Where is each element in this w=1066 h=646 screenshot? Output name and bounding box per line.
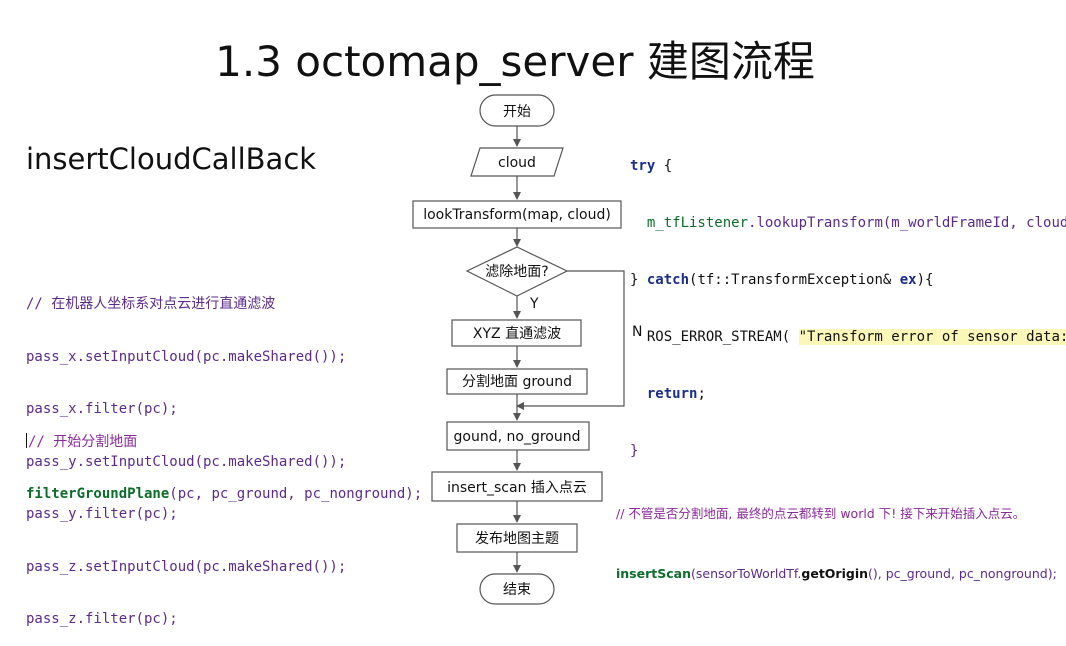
code-line: pass_z.filter(pc); bbox=[26, 611, 178, 627]
code-string: "Transform error of sensor data: bbox=[798, 329, 1066, 345]
node-look-transform: lookTransform(map, cloud) bbox=[412, 200, 622, 229]
code-text: ; bbox=[697, 386, 706, 402]
node-xyz-filter: XYZ 直通滤波 bbox=[451, 319, 582, 347]
node-end: 结束 bbox=[479, 573, 555, 605]
node-start: 开始 bbox=[479, 94, 555, 127]
flow-edges bbox=[513, 126, 625, 573]
code-comment: // 开始分割地面 bbox=[28, 434, 138, 450]
code-line: pass_x.filter(pc); bbox=[26, 401, 178, 417]
node-decision-label: 滤除地面? bbox=[485, 264, 548, 280]
node-xyz-filter-label: XYZ 直通滤波 bbox=[473, 325, 561, 342]
code-text: (tf::TransformException& bbox=[689, 272, 900, 288]
node-gound-no-ground: gound, no_ground bbox=[446, 421, 590, 451]
code-function: filterGroundPlane bbox=[26, 485, 170, 502]
node-gound-no-ground-label: gound, no_ground bbox=[454, 429, 581, 445]
code-block-insert-scan: // 不管是否分割地面, 最终的点云都转到 world 下! 接下来开始插入点云… bbox=[616, 464, 1057, 604]
edge-no-label: N bbox=[632, 324, 642, 340]
code-text: ){ bbox=[916, 272, 934, 288]
code-args: (), pc_ground, pc_nonground); bbox=[868, 566, 1057, 581]
node-look-transform-label: lookTransform(map, cloud) bbox=[423, 207, 611, 223]
code-keyword: return bbox=[646, 386, 698, 402]
code-text: } bbox=[630, 272, 647, 288]
node-decision: 滤除地面? bbox=[465, 246, 569, 297]
node-end-label: 结束 bbox=[503, 582, 531, 598]
code-block-try-catch: try { m_tfListener.lookupTransform(m_wor… bbox=[630, 119, 1066, 480]
code-keyword: catch bbox=[646, 272, 690, 288]
code-line: pass_x.setInputCloud(pc.makeShared()); bbox=[26, 348, 347, 365]
node-segment-ground: 分割地面 ground bbox=[446, 368, 588, 395]
code-function: ROS_ERROR_STREAM bbox=[646, 329, 782, 345]
edge-yes-label: Y bbox=[529, 296, 539, 312]
code-line: pass_y.setInputCloud(pc.makeShared()); bbox=[26, 453, 347, 470]
code-text: } bbox=[630, 443, 639, 459]
code-block-passthrough: // 在机器人坐标系对点云进行直通滤波 pass_x.setInputCloud… bbox=[26, 261, 346, 646]
code-function: insertScan bbox=[616, 566, 691, 581]
code-line: pass_z.setInputCloud(pc.makeShared()); bbox=[26, 558, 347, 575]
node-insert-scan-label: insert_scan 插入点云 bbox=[447, 480, 587, 496]
code-variable: ex bbox=[899, 272, 917, 288]
node-segment-ground-label: 分割地面 ground bbox=[462, 373, 572, 390]
code-function: getOrigin bbox=[801, 566, 868, 581]
node-cloud: cloud bbox=[470, 147, 564, 177]
node-publish-map: 发布地图主题 bbox=[456, 523, 578, 553]
edge-decision-no-branch bbox=[516, 270, 625, 410]
node-insert-scan: insert_scan 插入点云 bbox=[431, 471, 603, 502]
code-object: m_tfListener bbox=[646, 215, 749, 231]
node-start-label: 开始 bbox=[503, 104, 531, 120]
code-text: ( bbox=[781, 329, 799, 345]
code-keyword: try bbox=[630, 158, 656, 174]
code-args: (pc, pc_ground, pc_nonground); bbox=[169, 485, 423, 502]
code-text: { bbox=[655, 158, 673, 174]
node-publish-map-label: 发布地图主题 bbox=[475, 531, 559, 547]
code-line: pass_y.filter(pc); bbox=[26, 506, 178, 522]
text-cursor bbox=[26, 433, 27, 448]
code-text: .lookupTransform(m_worldFrameId, cloud· bbox=[748, 215, 1066, 231]
page-title: 1.3 octomap_server 建图流程 bbox=[215, 37, 815, 86]
code-comment: // 在机器人坐标系对点云进行直通滤波 bbox=[26, 296, 276, 312]
code-comment: // 不管是否分割地面, 最终的点云都转到 world 下! 接下来开始插入点云… bbox=[616, 506, 1026, 521]
code-block-ground-segment: // 开始分割地面 filterGroundPlane(pc, pc_groun… bbox=[26, 398, 422, 521]
section-subtitle: insertCloudCallBack bbox=[26, 142, 317, 176]
node-cloud-label: cloud bbox=[498, 155, 536, 171]
code-args: (sensorToWorldTf. bbox=[691, 566, 802, 581]
flowchart: 开始 cloud lookTransform(map, cloud) 滤除地面?… bbox=[412, 94, 642, 605]
